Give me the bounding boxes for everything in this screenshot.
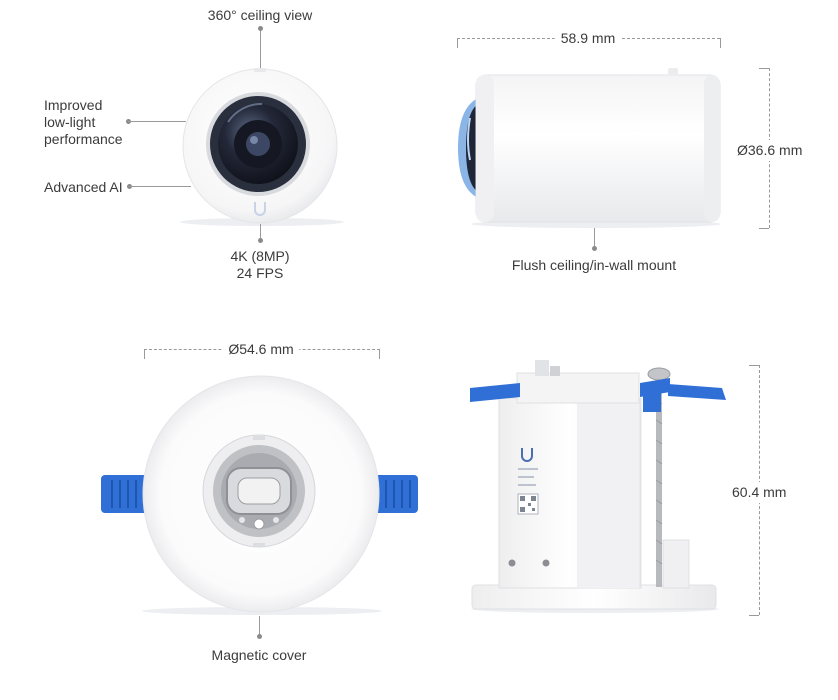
qr-code-icon xyxy=(517,493,539,515)
mount-diameter-label: Ø54.6 mm xyxy=(222,341,300,358)
lowlight-label-3: performance xyxy=(44,131,123,147)
lowlight-label-2: low-light xyxy=(44,114,96,130)
camera-length-label: 58.9 mm xyxy=(554,30,622,47)
lowlight-label-1: Improved xyxy=(44,97,103,113)
ceiling-view-label: 360° ceiling view xyxy=(207,7,313,23)
advanced-ai-label: Advanced AI xyxy=(44,179,123,195)
fps-label: 24 FPS xyxy=(236,265,284,281)
resolution-label: 4K (8MP) xyxy=(230,248,290,264)
mount-height-label: 60.4 mm xyxy=(732,482,787,503)
camera-diameter-label: Ø36.6 mm xyxy=(737,140,803,161)
magnetic-cover-label: Magnetic cover xyxy=(211,647,307,663)
mount-label: Flush ceiling/in-wall mount xyxy=(511,257,677,273)
